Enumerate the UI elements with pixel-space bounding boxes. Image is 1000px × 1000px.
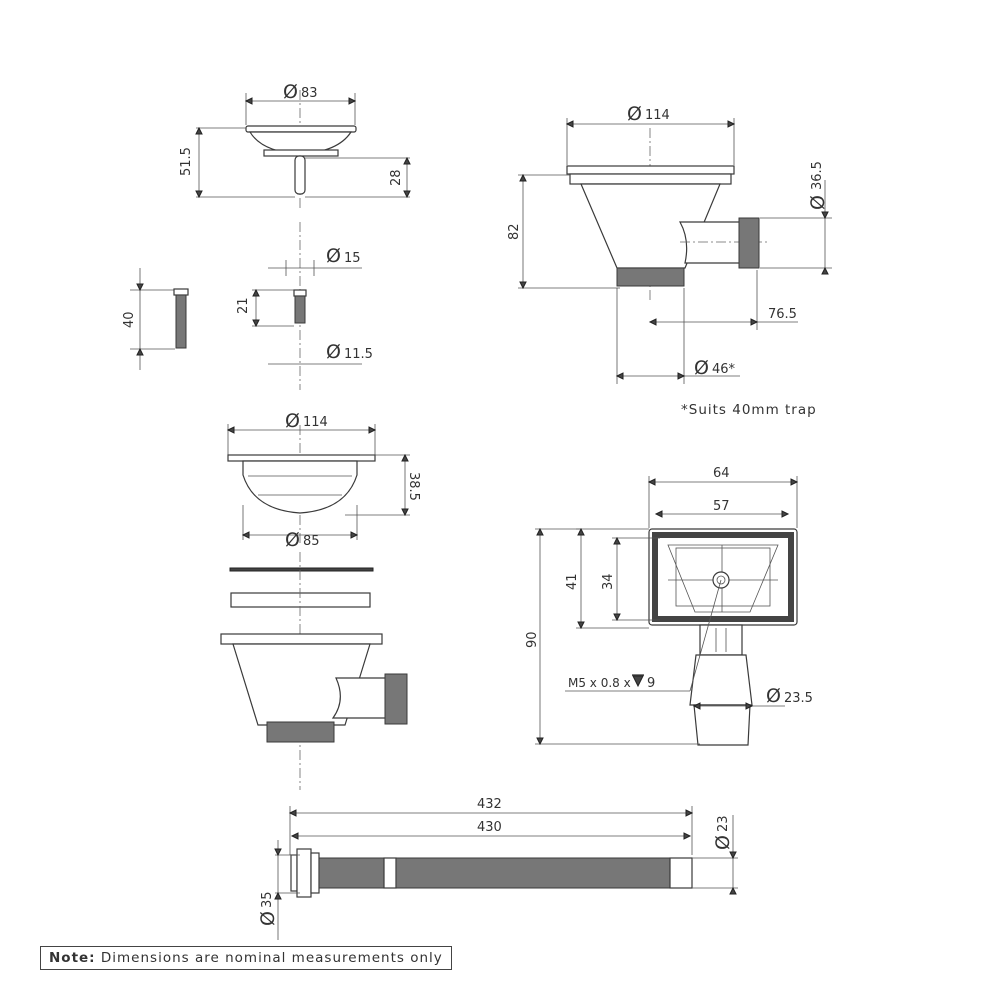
dim-overflow-screw-depth: 9 [647,676,655,691]
dim-overflow-inner-height: 34 [601,573,616,590]
suits-note: *Suits 40mm trap [681,402,817,418]
dim-overflow-outer-width: 64 [713,466,730,481]
basket-part [226,424,410,545]
dia-symbol: Ø [257,911,279,926]
strainer-part [195,90,411,210]
body-part [220,552,408,790]
dia-symbol: Ø [285,529,300,551]
dim-strainer-stem: 28 [389,169,404,186]
dim-basket-bottom: 85 [303,534,320,549]
overflow-part [535,476,799,746]
dim-pin-head: 15 [344,251,361,266]
dia-symbol: Ø [712,835,734,850]
dim-screw-length: 40 [122,311,137,328]
note-text: Dimensions are nominal measurements only [100,950,443,966]
dia-symbol: Ø [694,357,709,379]
dim-overflow-total-height: 90 [525,631,540,648]
dia-symbol: Ø [766,685,781,707]
dim-basket-outer: 114 [303,415,328,430]
dim-overflow-outer-height: 41 [565,573,580,590]
note-label: Note: [49,950,96,966]
dia-symbol: Ø [807,195,829,210]
dim-hose-small-dia: 23 [716,815,731,832]
dia-symbol: Ø [326,341,341,363]
dim-pin-length: 21 [236,297,251,314]
dia-symbol: Ø [326,245,341,267]
dim-hose-overall: 432 [477,797,502,812]
screw-part [130,268,189,370]
dim-hose-length: 430 [477,820,502,835]
dim-side-outlet: 36.5 [810,161,825,190]
dim-overflow-screw-spec: M5 x 0.8 x [568,676,631,690]
pin-part [252,222,362,390]
dim-basket-height: 38.5 [406,472,421,501]
dim-side-flange: 114 [645,108,670,123]
dim-side-offset: 76.5 [768,307,797,322]
dim-overflow-inner-width: 57 [713,499,730,514]
dim-overflow-spigot: 23.5 [784,691,813,706]
hose-part [274,806,738,940]
dia-symbol: Ø [627,103,642,125]
dim-side-tail: 46* [712,362,736,377]
side-view-part [518,118,832,384]
dim-strainer-height: 51.5 [179,147,194,176]
dim-side-height: 82 [507,223,522,240]
dim-hose-large-dia: 35 [260,891,275,908]
dim-pin-shaft: 11.5 [344,347,373,362]
dia-symbol: Ø [283,81,298,103]
dim-strainer-dia: 83 [301,86,318,101]
note-box: Note: Dimensions are nominal measurement… [40,946,452,970]
dia-symbol: Ø [285,410,300,432]
